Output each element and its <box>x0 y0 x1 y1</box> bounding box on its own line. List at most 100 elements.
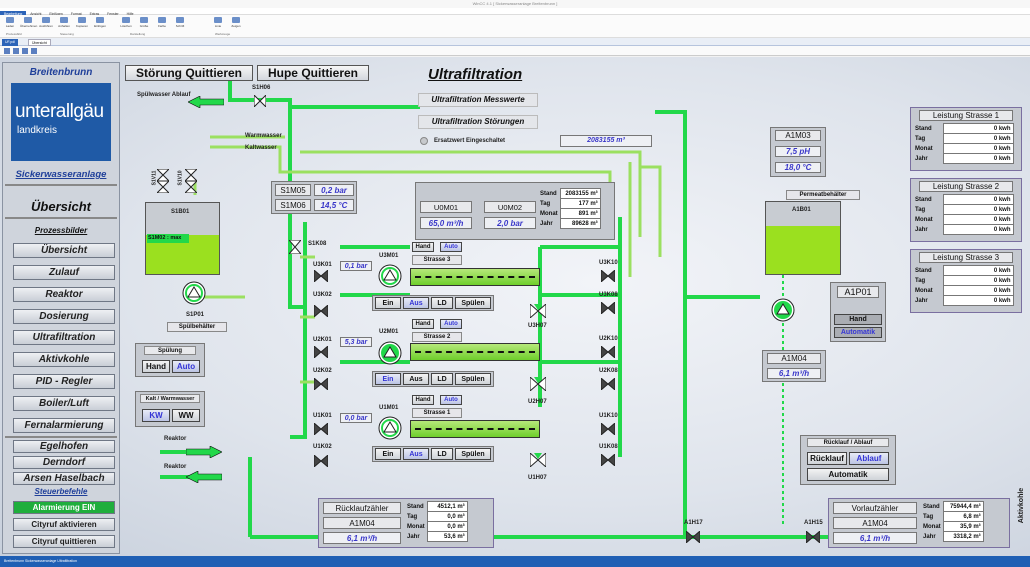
valve-u3k08-icon[interactable] <box>601 302 615 314</box>
faults-button[interactable]: Ultrafiltration Störungen <box>418 115 538 129</box>
ww-button[interactable]: WW <box>172 409 200 422</box>
strasse2-ein-button[interactable]: Ein <box>375 373 401 385</box>
sidebar-item-reaktor[interactable]: Reaktor <box>13 287 115 302</box>
spuelung-auto-button[interactable]: Auto <box>172 360 200 373</box>
valve-s1v11-icon[interactable] <box>157 169 169 193</box>
automatik-button[interactable]: Automatik <box>807 468 889 481</box>
spuelung-hand-button[interactable]: Hand <box>142 360 170 373</box>
strasse2-aus-button[interactable]: Aus <box>403 373 429 385</box>
strasse2-spuelen-button[interactable]: Spülen <box>455 373 491 385</box>
menu-item-extras[interactable]: Extras <box>89 12 100 16</box>
strasse1-aus-button[interactable]: Aus <box>403 448 429 460</box>
strasse3-ein-button[interactable]: Ein <box>375 297 401 309</box>
valve-s1k08-icon[interactable] <box>289 240 301 254</box>
strasse1-auto-button[interactable]: Auto <box>440 395 462 405</box>
ribbon-button-uebernehmen[interactable]: Übernehmen <box>20 17 37 31</box>
sidebar-item-derndorf[interactable]: Derndorf <box>13 456 115 469</box>
valve-u1k10-icon[interactable] <box>601 423 615 435</box>
valve-u2k10-icon[interactable] <box>601 346 615 358</box>
valve-a1h15-icon[interactable] <box>806 531 820 543</box>
valve-u2k08-icon[interactable] <box>601 378 615 390</box>
save-icon[interactable] <box>13 48 19 54</box>
valve-u3k01-icon[interactable] <box>314 270 328 282</box>
strasse2-ld-button[interactable]: LD <box>431 373 453 385</box>
valve-u3k10-icon[interactable] <box>601 270 615 282</box>
ribbon-button-kopieren[interactable]: Kopieren <box>74 17 90 31</box>
menu-item-ansicht[interactable]: Ansicht <box>30 12 42 16</box>
strasse3-auto-button[interactable]: Auto <box>440 242 462 252</box>
pump-u1m01-icon[interactable] <box>377 415 403 441</box>
sidebar-item-ultrafiltration[interactable]: Ultrafiltration <box>13 330 115 345</box>
alarm-status-button[interactable]: Alarmierung EIN <box>13 501 115 514</box>
label-reaktor-out: Reaktor <box>164 464 187 470</box>
cityruf-ack-button[interactable]: Cityruf quittieren <box>13 535 115 548</box>
strasse3-hand-button[interactable]: Hand <box>412 242 434 252</box>
sidebar-item-aktivkohle[interactable]: Aktivkohle <box>13 352 115 367</box>
pump-u2m01-icon[interactable] <box>377 340 403 366</box>
valve-s1h06-icon[interactable] <box>254 95 266 107</box>
sidebar-item-zulauf[interactable]: Zulauf <box>13 265 115 280</box>
valve-s1v10-icon[interactable] <box>185 169 197 193</box>
ribbon-button-linie[interactable]: Linie <box>210 17 226 31</box>
valve-u2h07-icon[interactable] <box>530 377 546 391</box>
ruecklauf-button[interactable]: Rücklauf <box>807 452 847 465</box>
ack-fault-button[interactable]: Störung Quittieren <box>125 65 253 81</box>
zoom-icon[interactable] <box>31 48 37 54</box>
valve-u1h07-icon[interactable] <box>530 453 546 467</box>
ribbon-button-farbe[interactable]: Farbe <box>154 17 170 31</box>
strasse2-auto-button[interactable]: Auto <box>440 319 462 329</box>
ribbon-button-schrift[interactable]: Schrift <box>172 17 188 31</box>
pump-s1p01-icon[interactable] <box>181 280 207 306</box>
strasse3-aus-button[interactable]: Aus <box>403 297 429 309</box>
ribbon-button-laden[interactable]: Laden <box>2 17 18 31</box>
ribbon-button-ausfuehren[interactable]: Ausführen <box>38 17 54 31</box>
ribbon-button-groesse[interactable]: Größe <box>136 17 152 31</box>
ribbon-button-loeschen[interactable]: Löschen <box>118 17 134 31</box>
sidebar-item-pid-regler[interactable]: PID - Regler <box>13 374 115 389</box>
strasse1-hand-button[interactable]: Hand <box>412 395 434 405</box>
strasse3-spuelen-button[interactable]: Spülen <box>455 297 491 309</box>
strasse1-spuelen-button[interactable]: Spülen <box>455 448 491 460</box>
sidebar-item-arsen-haselbach[interactable]: Arsen Haselbach <box>13 472 115 485</box>
cityruf-activate-button[interactable]: Cityruf aktivieren <box>13 518 115 531</box>
strasse1-ein-button[interactable]: Ein <box>375 448 401 460</box>
valve-u1k02-icon[interactable] <box>314 455 328 467</box>
sidebar-item-uebersicht[interactable]: Übersicht <box>13 243 115 258</box>
menu-item-fenster[interactable]: Fenster <box>107 12 119 16</box>
sidebar-item-fernalarmierung[interactable]: Fernalarmierung <box>13 418 115 433</box>
measurements-button[interactable]: Ultrafiltration Messwerte <box>418 93 538 107</box>
ribbon-button-zeigen[interactable]: Zeigen <box>228 17 244 31</box>
strasse3-ld-button[interactable]: LD <box>431 297 453 309</box>
ribbon-button-anhalten[interactable]: Anhalten <box>56 17 72 31</box>
tab-uf[interactable]: UF.pdl <box>2 39 18 46</box>
menu-item-format[interactable]: Format <box>70 12 82 16</box>
menu-item-bearbeitung[interactable]: Bearbeitung <box>0 11 27 18</box>
strasse2-hand-button[interactable]: Hand <box>412 319 434 329</box>
ack-horn-button[interactable]: Hupe Quittieren <box>257 65 369 81</box>
ablauf-button[interactable]: Ablauf <box>849 452 889 465</box>
ribbon-button-einfuegen[interactable]: Einfügen <box>92 17 108 31</box>
valve-u1k01-icon[interactable] <box>314 423 328 435</box>
valve-u3h07-icon[interactable] <box>530 304 546 318</box>
pump-a1p01-icon[interactable] <box>770 297 796 323</box>
sidebar-plant-link[interactable]: Sickerwasseranlage <box>15 169 107 180</box>
kw-button[interactable]: KW <box>142 409 170 422</box>
menu-item-einfuegen[interactable]: Einfügen <box>49 12 63 16</box>
strasse1-ld-button[interactable]: LD <box>431 448 453 460</box>
print-icon[interactable] <box>4 48 10 54</box>
valve-u1k08-icon[interactable] <box>601 454 615 466</box>
valve-a1h17-icon[interactable] <box>686 531 700 543</box>
sidebar-item-boiler-luft[interactable]: Boiler/Luft <box>13 396 115 411</box>
menu-item-hilfe[interactable]: Hilfe <box>126 12 134 16</box>
pump-u3m01-icon[interactable] <box>377 263 403 289</box>
refresh-icon[interactable] <box>22 48 28 54</box>
valve-u3k02-icon[interactable] <box>314 305 328 317</box>
sidebar-item-egelhofen[interactable]: Egelhofen <box>13 440 115 453</box>
valve-u2k01-icon[interactable] <box>314 346 328 358</box>
a1p01-auto-button[interactable]: Automatik <box>834 327 882 338</box>
a1p01-hand-button[interactable]: Hand <box>834 314 882 325</box>
valve-u2k02-icon[interactable] <box>314 378 328 390</box>
tab-uebersicht[interactable]: Übersicht <box>28 39 51 46</box>
sidebar-item-dosierung[interactable]: Dosierung <box>13 309 115 324</box>
